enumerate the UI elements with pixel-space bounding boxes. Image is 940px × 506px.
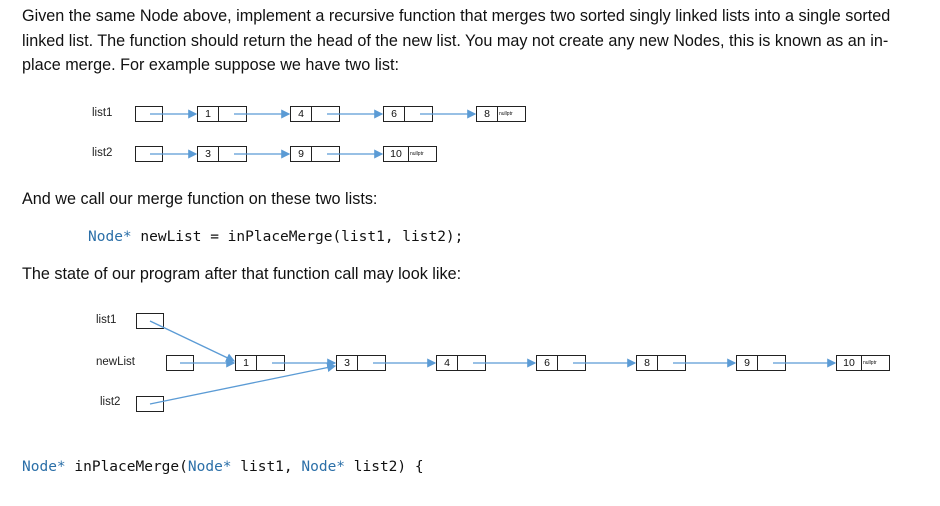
list1-label: list1 <box>96 314 117 326</box>
list-node: 4 <box>290 106 340 122</box>
sig-param: list2) { <box>345 459 424 475</box>
node-value: 6 <box>536 355 558 371</box>
problem-description: Given the same Node above, implement a r… <box>22 7 891 74</box>
newlist-label: newList <box>96 356 135 368</box>
list-node: 1 <box>197 106 247 122</box>
list-node: 3 <box>336 355 386 371</box>
call-code: Node* newList = inPlaceMerge(list1, list… <box>88 229 463 245</box>
list-node: 9 <box>736 355 786 371</box>
node-value: 4 <box>436 355 458 371</box>
node-value: 10 <box>836 355 862 371</box>
list-node: 6 <box>383 106 433 122</box>
node-next-null: nullptr <box>498 106 526 122</box>
code-type: Node* <box>88 229 132 245</box>
node-value: 9 <box>736 355 758 371</box>
node-next-null: nullptr <box>862 355 890 371</box>
function-signature: Node* inPlaceMerge(Node* list1, Node* li… <box>22 459 424 475</box>
node-value: 1 <box>235 355 257 371</box>
arrow <box>149 363 337 405</box>
sig-type: Node* <box>187 459 232 475</box>
sig-type: Node* <box>22 459 66 475</box>
code-rest: newList = inPlaceMerge(list1, list2); <box>131 229 464 245</box>
state-intro: The state of our program after that func… <box>22 265 462 283</box>
node-value: 10 <box>383 146 409 162</box>
sig-name: inPlaceMerge( <box>65 459 188 475</box>
node-value: 3 <box>197 146 219 162</box>
list-node: 3 <box>197 146 247 162</box>
node-value: 6 <box>383 106 405 122</box>
list-node: 4 <box>436 355 486 371</box>
list-node: 6 <box>536 355 586 371</box>
sig-type: Node* <box>301 459 346 475</box>
node-value: 8 <box>476 106 498 122</box>
node-value: 3 <box>336 355 358 371</box>
call-intro: And we call our merge function on these … <box>22 190 378 208</box>
node-value: 9 <box>290 146 312 162</box>
list2-label: list2 <box>100 396 121 408</box>
sig-param: list1, <box>231 459 302 475</box>
node-next-null: nullptr <box>409 146 437 162</box>
list2-label: list2 <box>92 147 113 159</box>
arrow <box>149 320 236 362</box>
list1-label: list1 <box>92 107 113 119</box>
node-value: 1 <box>197 106 219 122</box>
node-value: 8 <box>636 355 658 371</box>
list-node: 1 <box>235 355 285 371</box>
node-value: 4 <box>290 106 312 122</box>
list-node: 9 <box>290 146 340 162</box>
